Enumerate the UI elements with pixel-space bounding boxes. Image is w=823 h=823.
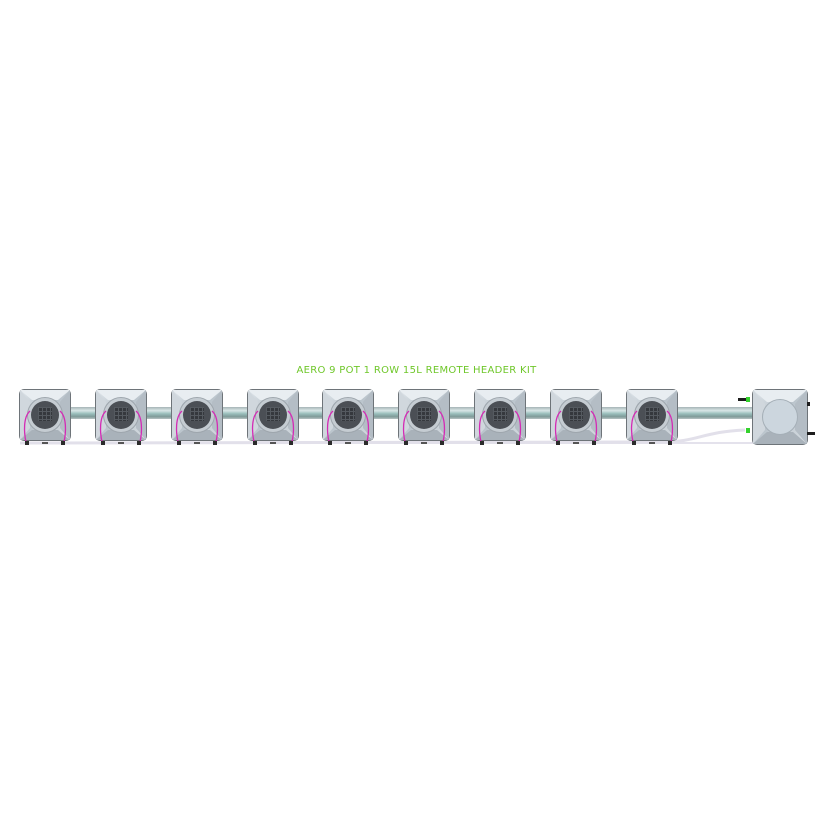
pot-6: [398, 389, 450, 445]
pot-feet: [480, 441, 520, 445]
foot-left: [556, 441, 560, 445]
pot-bevel-icon: [248, 390, 298, 440]
foot-right: [440, 441, 444, 445]
foot-right: [668, 441, 672, 445]
outlet-connector-icon: [746, 428, 750, 433]
pot-feet: [177, 441, 217, 445]
foot-left: [25, 441, 29, 445]
pot-8: [550, 389, 602, 445]
pot-feet: [404, 441, 444, 445]
foot-mid: [649, 442, 655, 444]
pot-bevel-icon: [96, 390, 146, 440]
pot-7: [474, 389, 526, 445]
pot-feet: [556, 441, 596, 445]
foot-left: [404, 441, 408, 445]
tank-bevel-icon: [753, 390, 807, 444]
pot-feet: [101, 441, 141, 445]
foot-right: [213, 441, 217, 445]
basket-grid-icon: [38, 407, 52, 421]
pot-9: [626, 389, 678, 445]
foot-mid: [42, 442, 48, 444]
drip-line-icon: [478, 410, 522, 443]
foot-left: [632, 441, 636, 445]
pot-bevel-icon: [172, 390, 222, 440]
foot-left: [253, 441, 257, 445]
basket-grid-icon: [266, 407, 280, 421]
pot-bevel-icon: [475, 390, 525, 440]
pot-5: [322, 389, 374, 445]
foot-right: [592, 441, 596, 445]
basket-grid-icon: [190, 407, 204, 421]
header-tank-lid: [762, 399, 798, 435]
foot-mid: [497, 442, 503, 444]
foot-right: [289, 441, 293, 445]
pot-bevel-icon: [323, 390, 373, 440]
foot-left: [480, 441, 484, 445]
pot-3: [171, 389, 223, 445]
basket-grid-icon: [114, 407, 128, 421]
foot-right: [61, 441, 65, 445]
pot-feet: [25, 441, 65, 445]
foot-left: [101, 441, 105, 445]
basket-grid-icon: [569, 407, 583, 421]
basket-grid-icon: [417, 407, 431, 421]
inlet-connector-icon: [746, 397, 750, 402]
header-tank: [738, 389, 815, 445]
foot-mid: [345, 442, 351, 444]
basket-grid-icon: [341, 407, 355, 421]
header-tank-body: [752, 389, 808, 445]
kit-title: AERO 9 POT 1 ROW 15L REMOTE HEADER KIT: [296, 365, 537, 376]
drip-line-icon: [554, 410, 598, 443]
basket-grid-icon: [493, 407, 507, 421]
foot-right: [137, 441, 141, 445]
drip-line-icon: [326, 410, 370, 443]
foot-left: [328, 441, 332, 445]
inlet-fitting: [738, 398, 748, 401]
drip-line-icon: [99, 410, 143, 443]
pot-bevel-icon: [399, 390, 449, 440]
pot-feet: [632, 441, 672, 445]
pot-feet: [328, 441, 368, 445]
drain-fitting: [807, 432, 815, 435]
side-port: [807, 402, 810, 406]
foot-mid: [421, 442, 427, 444]
pot-bevel-icon: [20, 390, 70, 440]
pot-bevel-icon: [627, 390, 677, 440]
drip-line-icon: [175, 410, 219, 443]
pot-feet: [253, 441, 293, 445]
drip-line-icon: [23, 410, 67, 443]
drip-line-icon: [630, 410, 674, 443]
foot-mid: [194, 442, 200, 444]
pot-4: [247, 389, 299, 445]
foot-mid: [270, 442, 276, 444]
foot-right: [516, 441, 520, 445]
foot-mid: [118, 442, 124, 444]
basket-grid-icon: [645, 407, 659, 421]
pot-2: [95, 389, 147, 445]
pot-1: [19, 389, 71, 445]
foot-right: [364, 441, 368, 445]
foot-mid: [573, 442, 579, 444]
pot-bevel-icon: [551, 390, 601, 440]
drip-line-icon: [251, 410, 295, 443]
foot-left: [177, 441, 181, 445]
drip-line-icon: [402, 410, 446, 443]
